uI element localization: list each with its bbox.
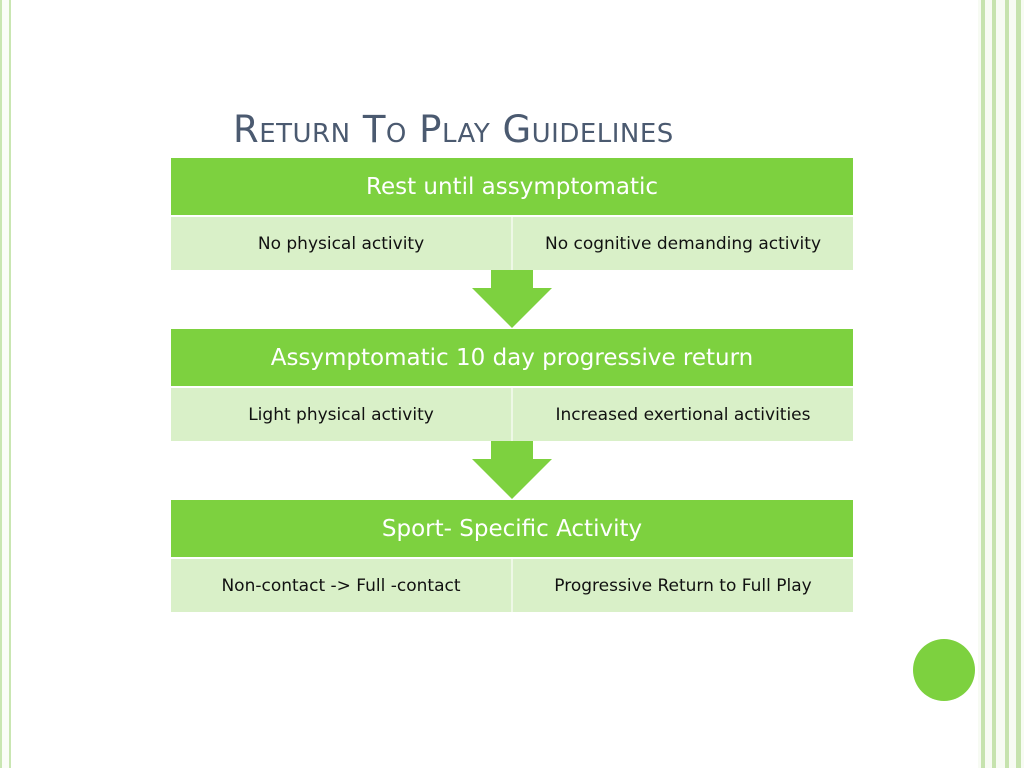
step-1-heading: Rest until assymptomatic [171, 158, 853, 215]
frame-stripe [992, 0, 996, 768]
step-1-items: No physical activity No cognitive demand… [171, 215, 853, 270]
step-2-item-1: Light physical activity [248, 404, 434, 425]
step-1-item-2: No cognitive demanding activity [511, 217, 853, 270]
slide-frame-right [978, 0, 1024, 768]
slide-frame-left [0, 0, 11, 768]
frame-stripe [1016, 0, 1021, 768]
step-2-item-2: Increased exertional activities [511, 388, 853, 441]
down-arrow-icon [472, 441, 552, 499]
step-2-heading: Assymptomatic 10 day progressive return [171, 329, 853, 386]
decorative-circle [913, 639, 975, 701]
flow-step-2: Assymptomatic 10 day progressive return … [171, 329, 853, 441]
frame-stripe [1005, 0, 1009, 768]
step-3-items: Non-contact -> Full -contact Progressive… [171, 557, 853, 612]
down-arrow-icon [472, 270, 552, 328]
step-3-item-2: Progressive Return to Full Play [511, 559, 853, 612]
flow-step-1: Rest until assymptomatic No physical act… [171, 158, 853, 270]
flow-step-3: Sport- Specific Activity Non-contact -> … [171, 500, 853, 612]
step-3-item-1: Non-contact -> Full -contact [221, 575, 461, 596]
frame-stripe [981, 0, 985, 768]
step-3-heading: Sport- Specific Activity [171, 500, 853, 557]
step-1-item-1: No physical activity [257, 233, 425, 254]
slide-title: Return To Play Guidelines [233, 108, 674, 151]
step-2-items: Light physical activity Increased exerti… [171, 386, 853, 441]
